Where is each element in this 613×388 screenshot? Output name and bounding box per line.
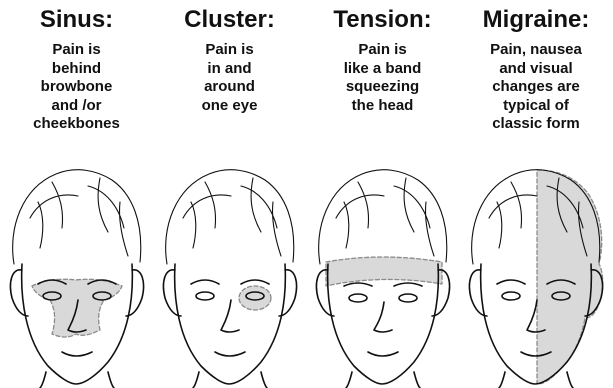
mouth: [62, 352, 92, 356]
ear: [126, 270, 144, 316]
panel-description: Pain is in and around one eye: [153, 41, 306, 115]
description-line: in and: [153, 60, 306, 79]
hair: [13, 170, 141, 264]
hair: [319, 170, 447, 264]
description-line: Pain, nausea: [459, 41, 613, 60]
mouth: [215, 352, 245, 356]
pain-area-tension: [326, 257, 442, 286]
hair: [166, 170, 294, 264]
description-line: classic form: [459, 115, 613, 134]
description-line: cheekbones: [0, 115, 153, 134]
eye: [399, 294, 417, 302]
ear: [469, 270, 487, 316]
head-illustration-icon: [306, 140, 459, 388]
description-line: behind: [0, 60, 153, 79]
ear: [279, 270, 297, 316]
head-illustration-icon: [153, 140, 306, 388]
description-line: and /or: [0, 97, 153, 116]
eyebrow: [241, 280, 269, 284]
panel-title: Tension:: [306, 6, 459, 34]
neck: [193, 372, 267, 388]
eyebrow: [344, 283, 372, 286]
panel-sinus: Sinus: Pain is behind browbone and /or c…: [0, 0, 153, 388]
panel-description: Pain, nausea and visual changes are typi…: [459, 41, 613, 134]
description-line: the head: [306, 97, 459, 116]
ear: [163, 270, 181, 316]
description-line: typical of: [459, 97, 613, 116]
panel-title: Sinus:: [0, 6, 153, 34]
nose: [374, 302, 392, 332]
eyebrow: [394, 283, 422, 286]
panel-description: Pain is like a band squeezing the head: [306, 41, 459, 115]
face-outline: [175, 264, 286, 384]
panel-description: Pain is behind browbone and /or cheekbon…: [0, 41, 153, 134]
head-illustration-icon: [0, 140, 153, 388]
neck: [499, 372, 573, 388]
description-line: Pain is: [153, 41, 306, 60]
description-line: around: [153, 78, 306, 97]
pain-area-migraine: [537, 170, 603, 384]
ear: [10, 270, 28, 316]
description-line: squeezing: [306, 78, 459, 97]
description-line: Pain is: [0, 41, 153, 60]
eye: [196, 292, 214, 300]
eye: [502, 292, 520, 300]
eyebrow: [191, 280, 219, 284]
head-illustration-icon: [459, 140, 612, 388]
neck: [346, 372, 420, 388]
neck: [40, 372, 114, 388]
nose: [221, 300, 239, 332]
panel-cluster: Cluster: Pain is in and around one eye: [153, 0, 306, 388]
description-line: browbone: [0, 78, 153, 97]
mouth: [368, 352, 398, 356]
panel-title: Cluster:: [153, 6, 306, 34]
panel-migraine: Migraine: Pain, nausea and visual change…: [459, 0, 613, 388]
description-line: changes are: [459, 78, 613, 97]
description-line: and visual: [459, 60, 613, 79]
panel-tension: Tension: Pain is like a band squeezing t…: [306, 0, 459, 388]
eyebrow: [497, 280, 525, 284]
pain-area-cluster: [239, 286, 271, 310]
panel-title: Migraine:: [459, 6, 613, 34]
description-line: like a band: [306, 60, 459, 79]
description-line: Pain is: [306, 41, 459, 60]
eye: [349, 294, 367, 302]
description-line: one eye: [153, 97, 306, 116]
